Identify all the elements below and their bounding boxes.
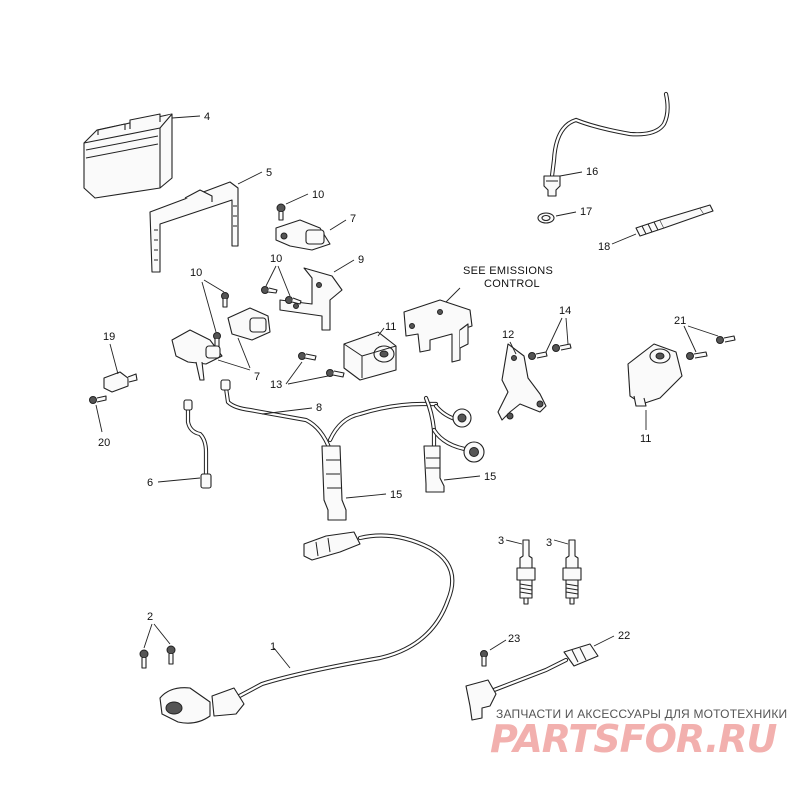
ht-lead-harness-part (220, 379, 485, 521)
emissions-note-line2: CONTROL (484, 278, 540, 290)
callout-6: 6 (147, 477, 153, 489)
bolt-part (528, 343, 572, 360)
callout-10: 10 (270, 253, 282, 265)
callout-16: 16 (586, 166, 598, 178)
crank-sensor-part (159, 531, 455, 724)
callout-20: 20 (98, 437, 110, 449)
coil-bracket-part (279, 267, 343, 331)
callout-21: 21 (674, 315, 686, 327)
bolt-part (276, 203, 286, 221)
callout-7: 7 (254, 371, 260, 383)
callout-9: 9 (358, 254, 364, 266)
callout-10: 10 (312, 189, 324, 201)
bolt-part (261, 286, 302, 305)
watermark-logo: PARTSFOR.RU (490, 717, 778, 761)
ecu-part (83, 113, 173, 199)
sensor-part (89, 371, 138, 404)
callout-4: 4 (204, 111, 210, 123)
ignition-coil-part (343, 331, 397, 381)
callout-14: 14 (559, 305, 571, 317)
callout-5: 5 (266, 167, 272, 179)
callout-7: 7 (350, 213, 356, 225)
callout-11: 11 (385, 321, 396, 333)
callout-3: 3 (546, 537, 552, 549)
sensor-part (171, 307, 271, 381)
lambda-sensor-part (543, 91, 670, 197)
spark-plug-part (516, 539, 582, 605)
callout-15: 15 (484, 471, 496, 483)
bolt-part (139, 645, 176, 669)
bolt-part (298, 352, 345, 378)
callout-10: 10 (190, 267, 202, 279)
bolt-part (480, 650, 488, 667)
callout-12: 12 (502, 329, 514, 341)
mounting-bracket-part (497, 343, 547, 421)
callout-19: 19 (103, 331, 115, 343)
bolt-part (686, 335, 736, 360)
map-sensor-part (275, 219, 331, 251)
callout-17: 17 (580, 206, 592, 218)
callout-23: 23 (508, 633, 520, 645)
callout-1: 1 (270, 641, 276, 653)
callout-8: 8 (316, 402, 322, 414)
callout-2: 2 (147, 611, 153, 623)
washer-part (537, 212, 555, 224)
watermark-caption: ЗАПЧАСТИ И АКСЕССУАРЫ ДЛЯ МОТОТЕХНИКИ (496, 707, 787, 721)
temperature-sensor-part (635, 204, 714, 237)
sensor-part (183, 399, 212, 489)
callout-13: 13 (270, 379, 282, 391)
callout-22: 22 (618, 630, 630, 642)
callout-18: 18 (598, 241, 610, 253)
bolt-part (213, 292, 229, 348)
emissions-bracket-part (403, 299, 473, 363)
ignition-coil-part (627, 343, 683, 407)
callout-11: 11 (640, 433, 651, 445)
callout-3: 3 (498, 535, 504, 547)
emissions-note-line1: SEE EMISSIONS (463, 265, 553, 277)
speed-sensor-part (465, 643, 599, 721)
callout-15: 15 (390, 489, 402, 501)
ecu-bracket-part (149, 181, 239, 273)
